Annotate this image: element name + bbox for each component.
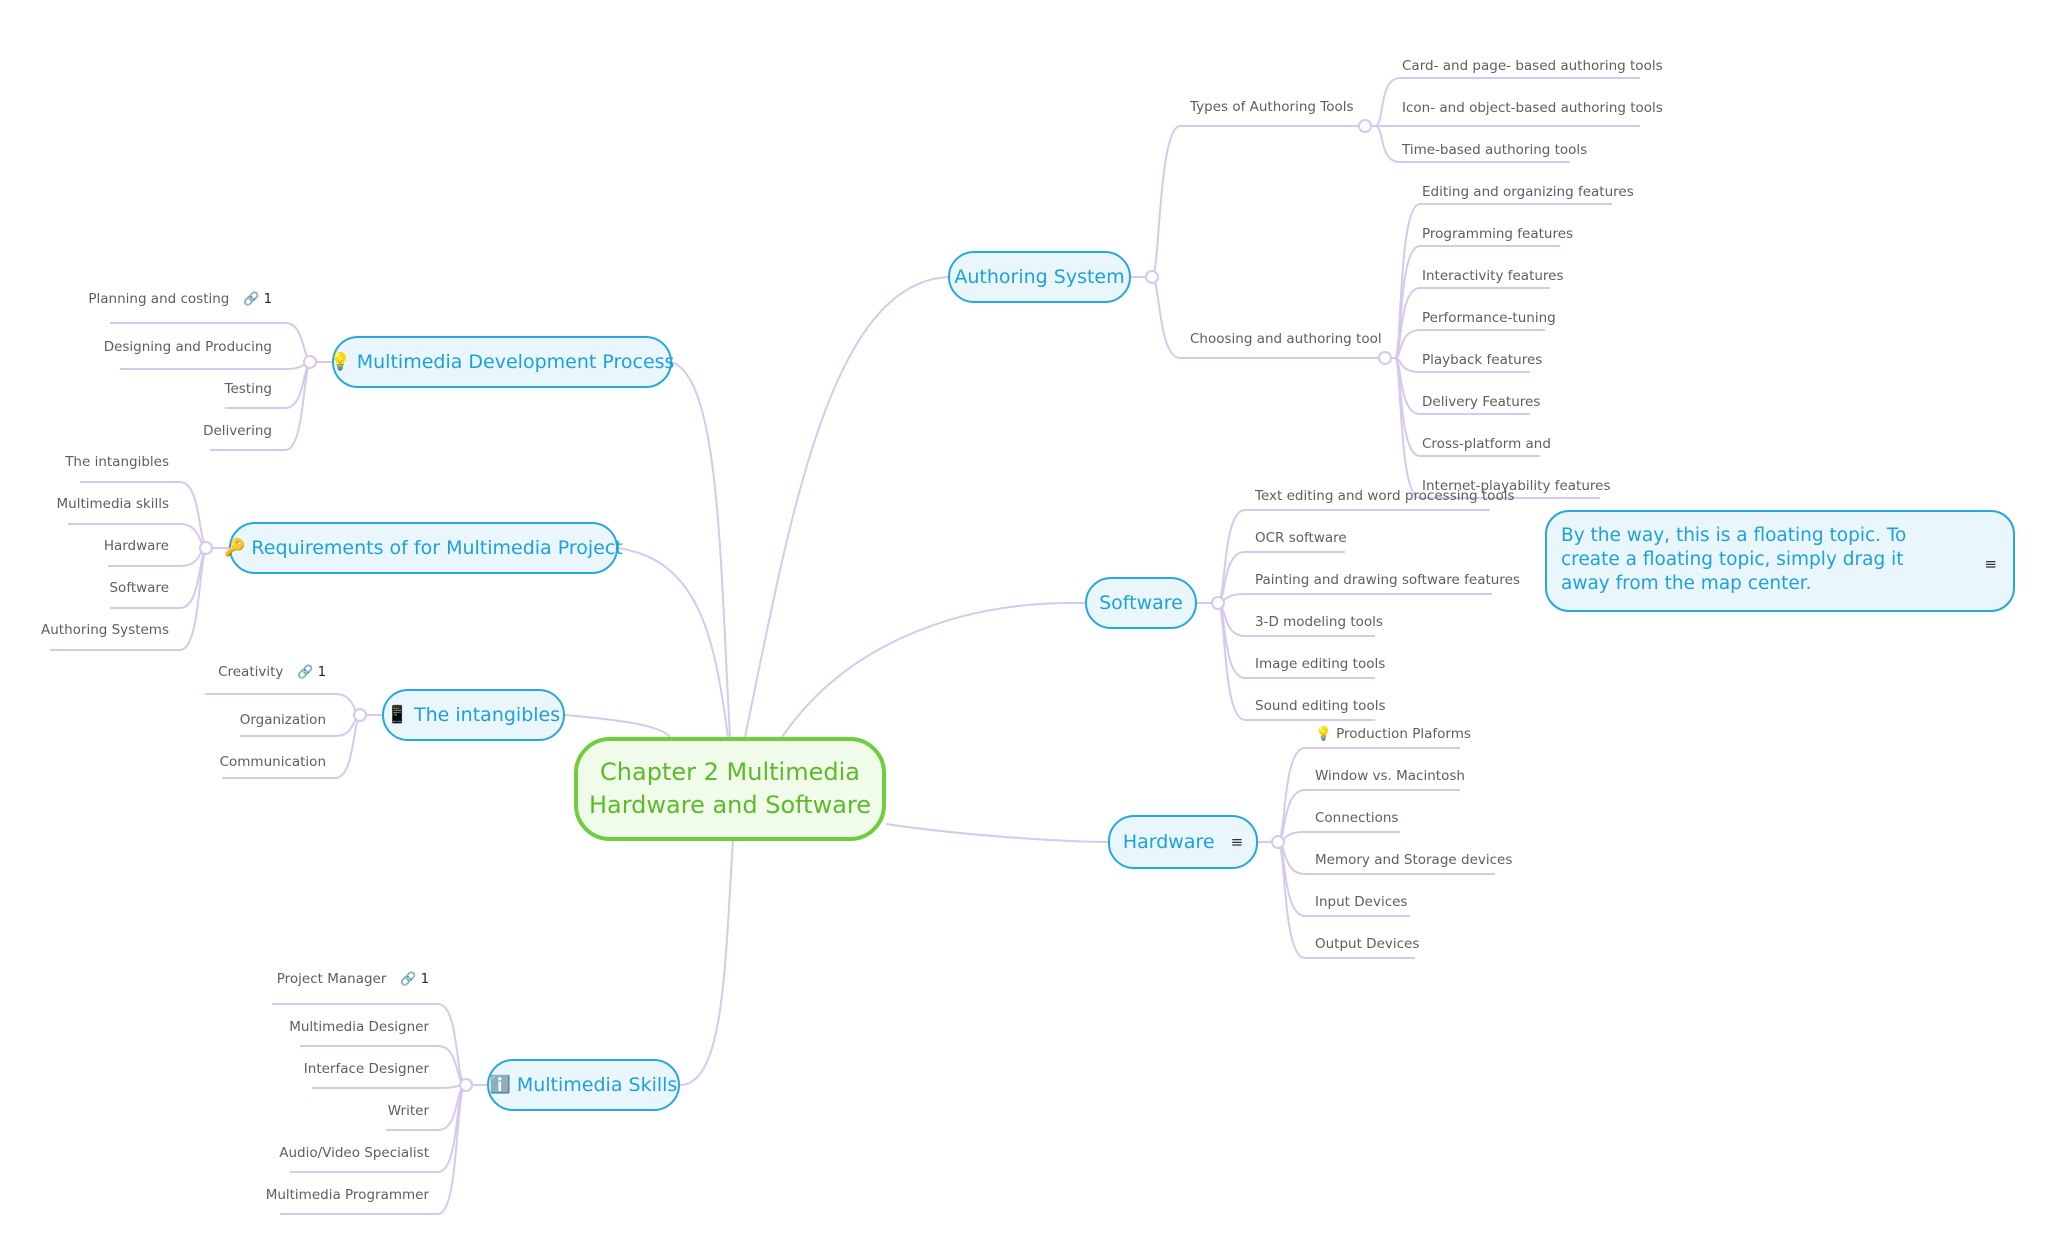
- subtopic-item[interactable]: Image editing tools: [1255, 656, 1386, 672]
- subtopic-item[interactable]: Output Devices: [1315, 936, 1420, 952]
- topic-label: Multimedia Development Process: [356, 351, 675, 373]
- subtopic-item[interactable]: Creativity 🔗 1: [218, 663, 326, 682]
- topic-hardware[interactable]: Hardware ≡: [1108, 815, 1258, 869]
- subtopic-label: Project Manager: [276, 971, 387, 987]
- link-count: 1: [420, 972, 429, 987]
- collapse-handle-types: [1358, 119, 1372, 133]
- subtopic-item[interactable]: Delivery Features: [1422, 394, 1541, 410]
- subtopic-item[interactable]: Software: [109, 580, 169, 596]
- subtopic-item[interactable]: Writer: [387, 1103, 429, 1119]
- link-icon[interactable]: 🔗 1: [243, 292, 272, 307]
- central-topic-line2: Hardware and Software: [588, 791, 872, 819]
- subtopic-item[interactable]: Input Devices: [1315, 894, 1408, 910]
- subtopic-item[interactable]: Hardware: [103, 538, 169, 554]
- key-icon: 🔑: [224, 538, 246, 558]
- subtopic-item[interactable]: 💡 Production Plaforms: [1315, 726, 1471, 742]
- branch-hardware: [885, 823, 1111, 843]
- collapse-handle-req: [199, 541, 213, 555]
- collapse-handle-choosing: [1378, 351, 1392, 365]
- subtopic-item[interactable]: Authoring Systems: [41, 622, 169, 638]
- collapse-handle-hardware: [1271, 835, 1285, 849]
- topic-authoring-system[interactable]: Authoring System: [948, 251, 1131, 303]
- subtopic-item[interactable]: Memory and Storage devices: [1315, 852, 1513, 868]
- subtopic-item[interactable]: Organization: [239, 712, 326, 728]
- subtopic-item[interactable]: Playback features: [1422, 352, 1543, 368]
- subtopic-types-of-authoring-tools[interactable]: Types of Authoring Tools: [1190, 99, 1354, 115]
- branch-software: [779, 601, 1086, 741]
- collapse-handle-dev: [303, 355, 317, 369]
- subtopic-item[interactable]: Editing and organizing features: [1422, 184, 1634, 200]
- subtopic-item[interactable]: Multimedia skills: [56, 496, 169, 512]
- subtopic-item[interactable]: Delivering: [203, 423, 272, 439]
- subtopic-item[interactable]: Programming features: [1422, 226, 1574, 242]
- subtopic-item[interactable]: Audio/Video Specialist: [279, 1145, 429, 1161]
- subtopic-item[interactable]: 3-D modeling tools: [1255, 614, 1383, 630]
- notes-icon[interactable]: ≡: [1984, 555, 1997, 573]
- subtopic-item[interactable]: Time-based authoring tools: [1402, 142, 1588, 158]
- subtopic-item[interactable]: Interactivity features: [1422, 268, 1564, 284]
- topic-multimedia-development-process[interactable]: 💡Multimedia Development Process: [329, 336, 675, 388]
- branch-skills: [679, 840, 734, 1086]
- collapse-handle-skills: [459, 1078, 473, 1092]
- topic-label: Software: [1099, 592, 1183, 614]
- topic-label: Hardware: [1122, 831, 1215, 853]
- floating-topic[interactable]: By the way, this is a floating topic. To…: [1545, 510, 2015, 612]
- subtopic-item[interactable]: Window vs. Macintosh: [1315, 768, 1465, 784]
- subtopic-item[interactable]: Cross-platform and: [1422, 436, 1551, 452]
- topic-label: Requirements of for Multimedia Project: [251, 537, 623, 559]
- topic-software[interactable]: Software: [1085, 577, 1197, 629]
- mobile-phone-icon: 📱: [386, 705, 409, 725]
- topic-label: Multimedia Skills: [516, 1074, 678, 1096]
- subtopic-item[interactable]: Text editing and word processing tools: [1255, 488, 1515, 504]
- subtopic-item[interactable]: Card- and page- based authoring tools: [1402, 58, 1663, 74]
- collapse-handle-software: [1211, 596, 1225, 610]
- subtopic-item[interactable]: Internet-playability features: [1422, 478, 1611, 494]
- topic-multimedia-skills[interactable]: ℹ️Multimedia Skills: [487, 1059, 680, 1111]
- link-count: 1: [317, 665, 326, 680]
- subtopic-item[interactable]: Painting and drawing software features: [1255, 572, 1520, 588]
- branch-intangibles: [564, 714, 671, 738]
- collapse-handle-authoring: [1145, 270, 1159, 284]
- subtopic-item[interactable]: Performance-tuning: [1422, 310, 1556, 326]
- subtopic-item[interactable]: Connections: [1315, 810, 1399, 826]
- branch-authoring: [744, 276, 951, 738]
- subtopic-choosing-authoring-tool[interactable]: Choosing and authoring tool: [1190, 331, 1382, 347]
- subtopic-item[interactable]: Sound editing tools: [1255, 698, 1386, 714]
- lightbulb-icon: 💡: [329, 352, 351, 372]
- topic-label: The intangibles: [414, 704, 561, 726]
- info-icon: ℹ️: [489, 1075, 511, 1095]
- topic-label: Authoring System: [954, 266, 1125, 288]
- subtopic-item[interactable]: Testing: [224, 381, 272, 397]
- subtopic-label: Planning and costing: [88, 291, 230, 307]
- branch-req: [617, 547, 729, 738]
- subtopic-item[interactable]: Communication: [219, 754, 326, 770]
- topic-the-intangibles[interactable]: 📱The intangibles: [382, 689, 565, 741]
- link-icon[interactable]: 🔗 1: [400, 972, 429, 987]
- link-icon[interactable]: 🔗 1: [297, 665, 326, 680]
- branch-dev: [671, 361, 731, 738]
- subtopic-item[interactable]: The intangibles: [65, 454, 169, 470]
- subtopic-item[interactable]: OCR software: [1255, 530, 1347, 546]
- collapse-handle-intangibles: [353, 708, 367, 722]
- subtopic-item[interactable]: Project Manager 🔗 1: [277, 970, 429, 989]
- subtopic-item[interactable]: Interface Designer: [303, 1061, 429, 1077]
- subtopic-item[interactable]: Icon- and object-based authoring tools: [1402, 100, 1663, 116]
- subtopic-item[interactable]: Designing and Producing: [103, 339, 272, 355]
- subtopic-item[interactable]: Multimedia Programmer: [265, 1187, 429, 1203]
- subtopic-label: Creativity: [218, 664, 284, 680]
- subtopic-item[interactable]: Planning and costing 🔗 1: [88, 290, 272, 309]
- notes-icon[interactable]: ≡: [1230, 833, 1244, 851]
- topic-requirements[interactable]: 🔑Requirements of for Multimedia Project: [224, 522, 623, 574]
- floating-topic-text: By the way, this is a floating topic. To…: [1561, 525, 1907, 594]
- central-topic-line1: Chapter 2 Multimedia: [600, 758, 860, 786]
- link-count: 1: [263, 292, 272, 307]
- subtopic-item[interactable]: Multimedia Designer: [289, 1019, 429, 1035]
